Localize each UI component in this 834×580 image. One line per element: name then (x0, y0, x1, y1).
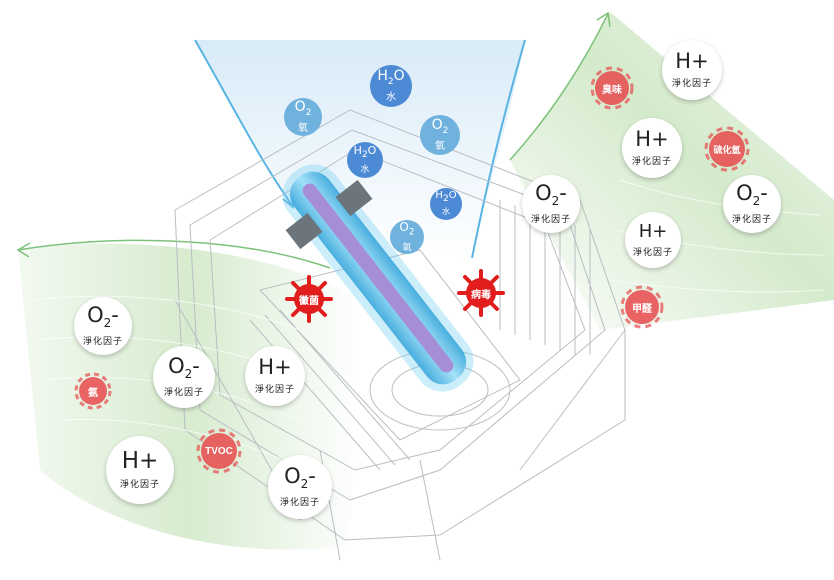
outflow-arrow-icon (17, 239, 331, 269)
negative-ion-bubble: O2- 淨化因子 (153, 346, 215, 408)
water-molecule: H2O 水 (347, 142, 383, 178)
germ-icon (196, 428, 242, 474)
oxygen-molecule: O2 氧 (390, 220, 424, 254)
germ-icon (620, 285, 664, 329)
water-molecule: H2O 水 (370, 65, 412, 107)
negative-ion-bubble: O2- 淨化因子 (723, 175, 781, 233)
oxygen-molecule: O2 氧 (284, 98, 322, 136)
germ-icon (457, 269, 505, 317)
oxygen-molecule: O2 氧 (420, 115, 460, 155)
pollutant-sulfide: 硫化氫 (704, 126, 750, 172)
germ-icon (590, 66, 634, 110)
pollutant-tvoc: TVOC (196, 428, 242, 474)
pollutant-odor: 臭味 (590, 66, 634, 110)
negative-ion-bubble: O2- 淨化因子 (268, 455, 332, 519)
pollutant-virus: 病毒 (456, 268, 506, 318)
inflow-arrow-icon (471, 39, 526, 259)
germ-icon (704, 126, 750, 172)
negative-ion-bubble: O2- 淨化因子 (522, 175, 580, 233)
positive-ion-bubble: H+ 淨化因子 (245, 346, 305, 406)
pollutant-formaldehyde: 甲醛 (620, 285, 664, 329)
pollutant-ammonia: 氨 (74, 372, 112, 410)
positive-ion-bubble: H+ 淨化因子 (106, 436, 174, 504)
inflow-arrow-icon (194, 39, 293, 206)
pollutant-mold: 黴菌 (284, 274, 334, 324)
positive-ion-bubble: H+ 淨化因子 (622, 118, 682, 178)
positive-ion-bubble: H+ 淨化因子 (625, 212, 681, 268)
water-molecule: H2O 水 (430, 188, 462, 220)
uv-lamp-icon (282, 164, 474, 392)
positive-ion-bubble: H+ 淨化因子 (662, 40, 722, 100)
germ-icon (285, 275, 333, 323)
germ-icon (74, 372, 112, 410)
negative-ion-bubble: O2- 淨化因子 (74, 297, 132, 355)
outflow-arrow-icon (509, 13, 609, 161)
